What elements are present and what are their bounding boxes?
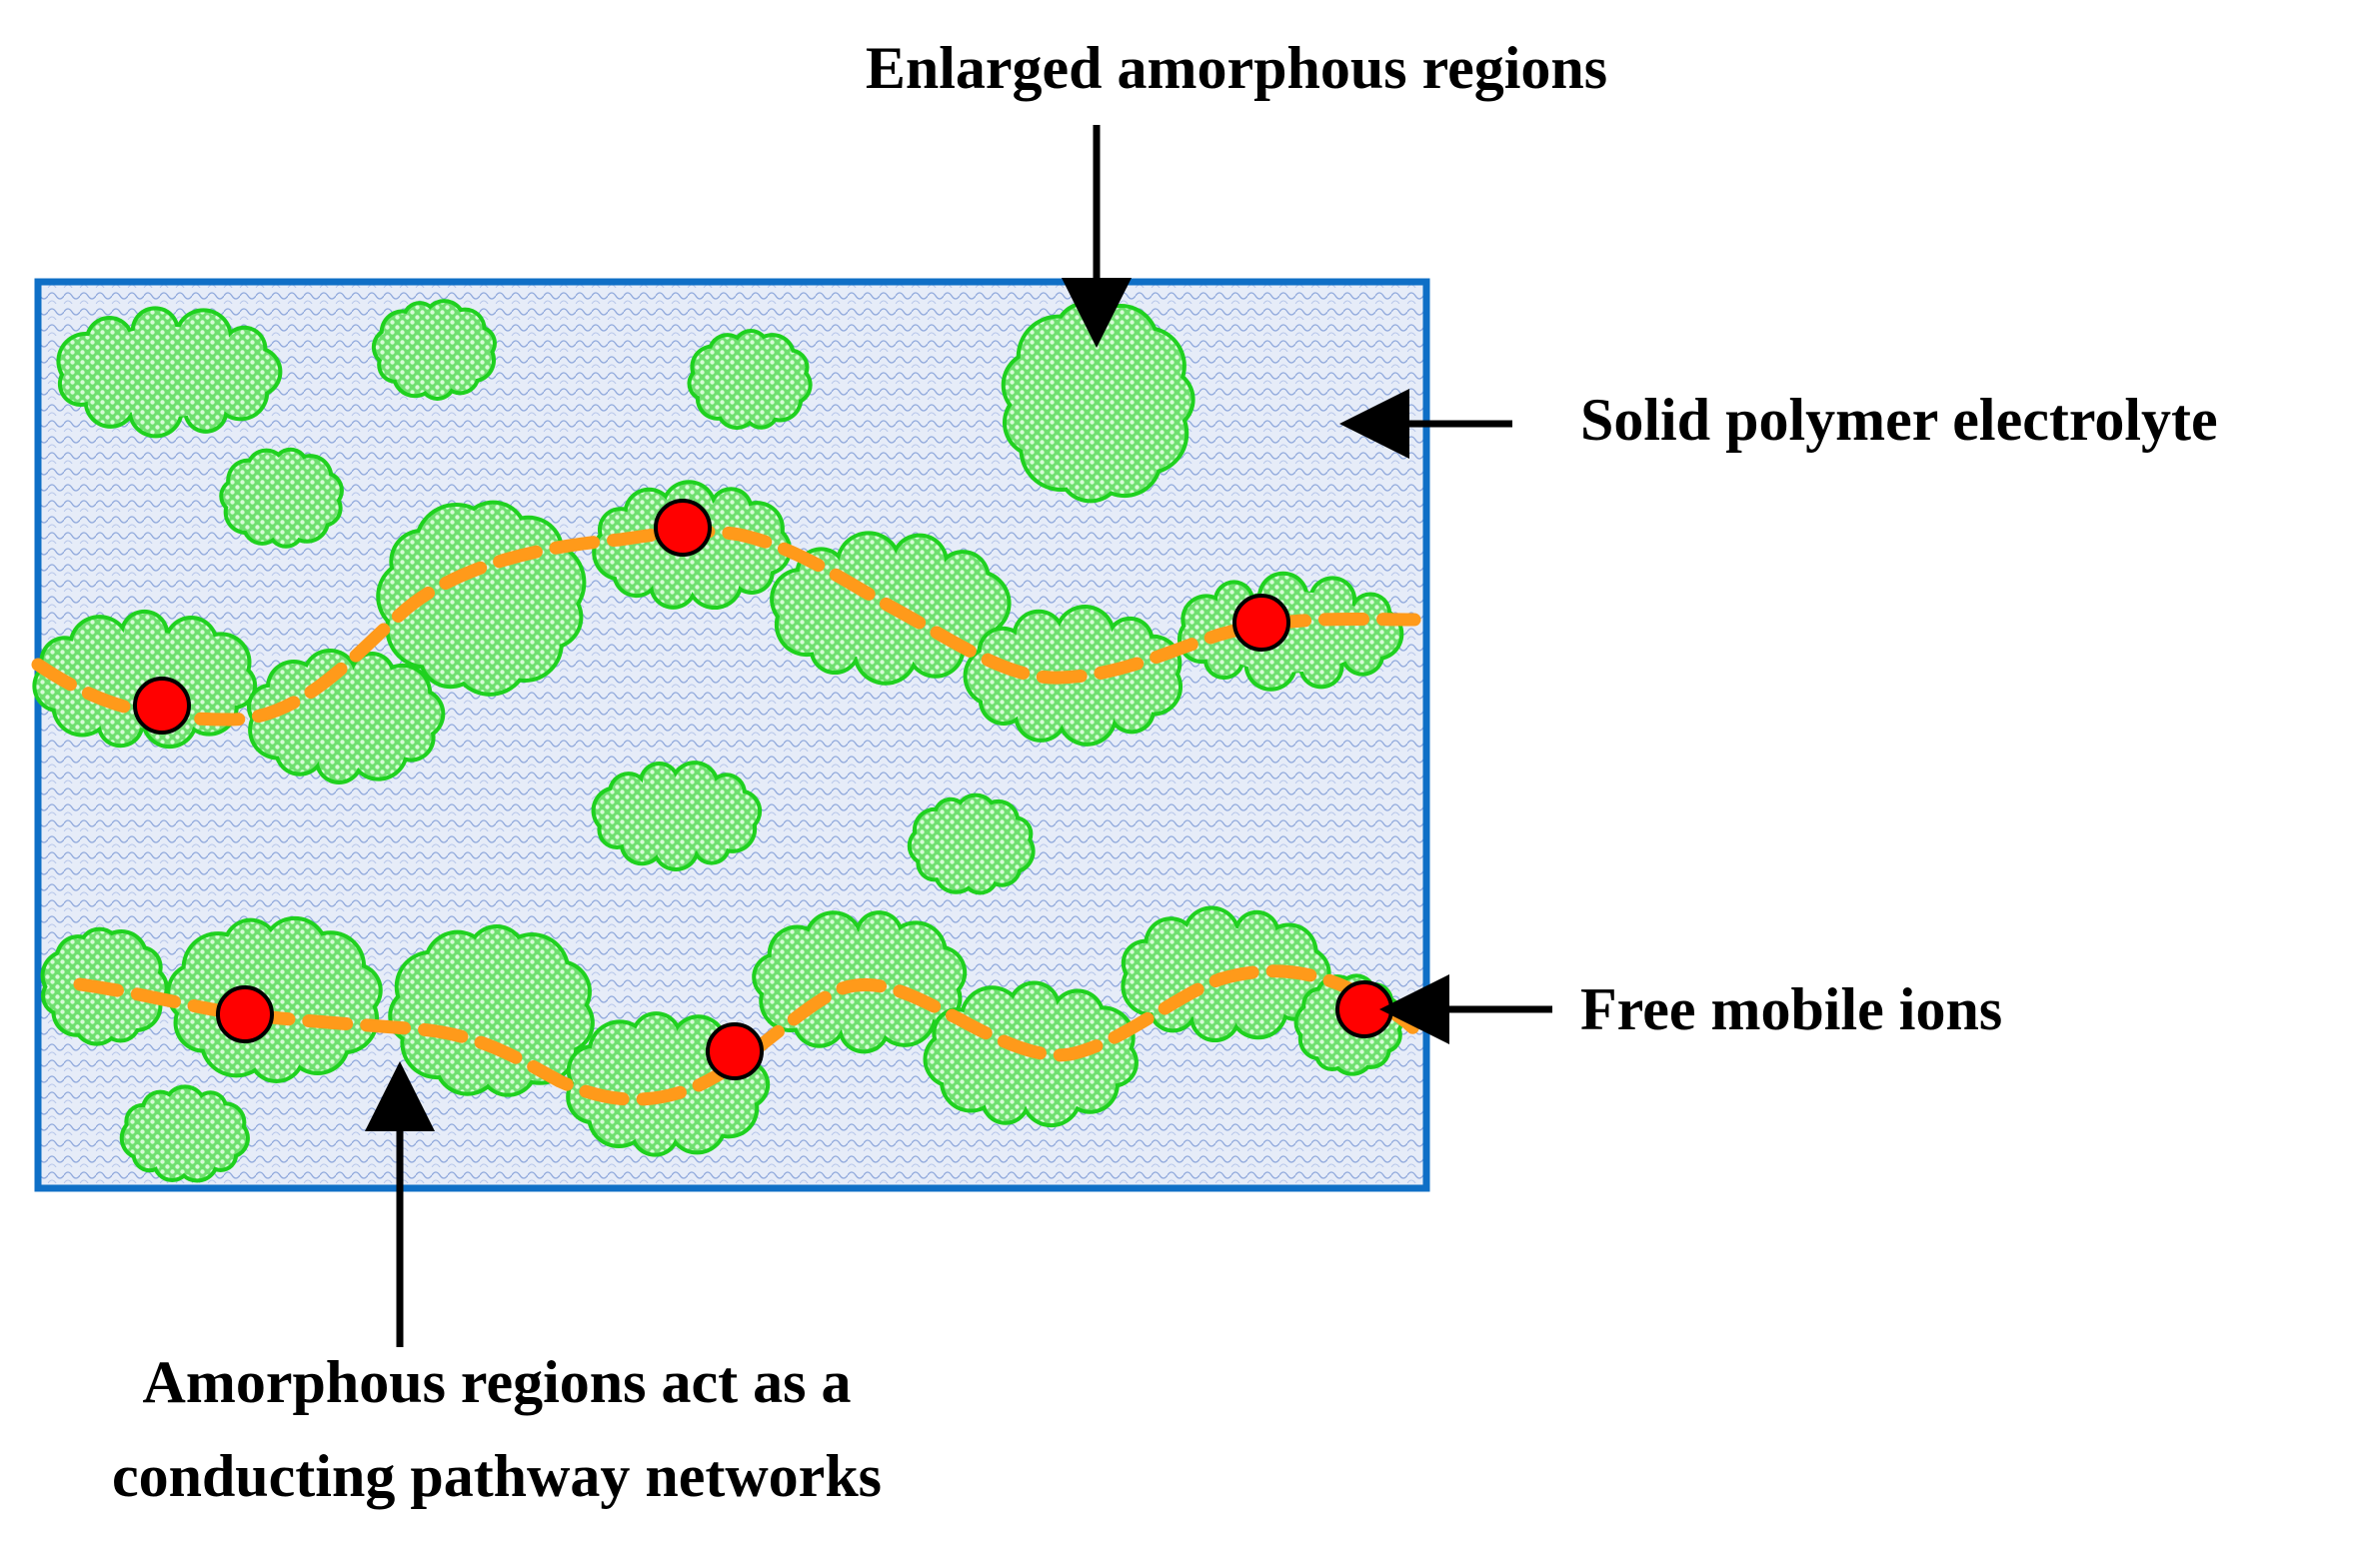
free-mobile-ions xyxy=(133,499,1393,1080)
ion xyxy=(1335,980,1393,1038)
amorphous-region xyxy=(907,792,1036,895)
amorphous-region xyxy=(371,299,497,401)
conducting-pathway-upper xyxy=(31,525,1421,727)
amorphous-region xyxy=(56,306,283,439)
label-pathway-line2: conducting pathway networks xyxy=(112,1443,882,1509)
label-free-mobile-ions: Free mobile ions xyxy=(1580,976,2002,1042)
amorphous-region xyxy=(219,447,344,549)
ion xyxy=(706,1022,764,1080)
amorphous-region xyxy=(591,761,763,872)
label-enlarged-amorphous: Enlarged amorphous regions xyxy=(866,35,1607,101)
label-solid-polymer-electrolyte: Solid polymer electrolyte xyxy=(1580,387,2218,453)
label-pathway-line1: Amorphous regions act as a xyxy=(143,1349,852,1415)
ion xyxy=(216,985,274,1043)
conducting-pathway-lower xyxy=(73,964,1421,1106)
amorphous-region xyxy=(1001,301,1195,504)
ion xyxy=(654,499,712,557)
amorphous-region xyxy=(32,609,258,750)
amorphous-regions xyxy=(32,299,1405,1183)
amorphous-region xyxy=(119,1084,250,1183)
ion xyxy=(1232,594,1290,652)
amorphous-region xyxy=(687,329,813,431)
ion xyxy=(133,677,191,735)
